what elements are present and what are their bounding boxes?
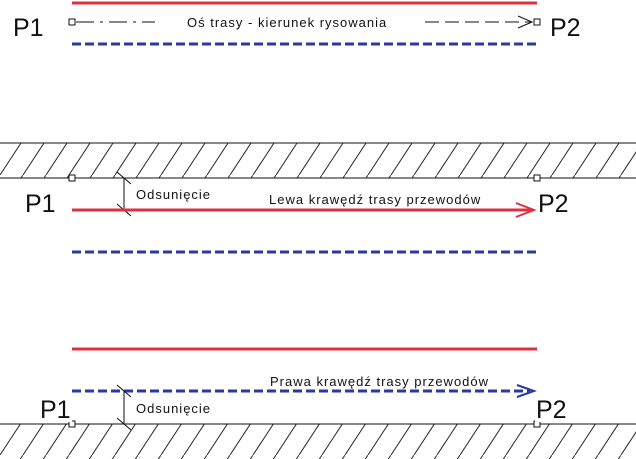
wall-hatch-bottom (0, 424, 636, 459)
section-left-edge: P1 P2 Odsunięcie Lewa krawędź trasy prze… (0, 142, 636, 254)
point-p1-label: P1 (40, 396, 71, 424)
point-p2-label: P2 (536, 396, 567, 424)
route-axis-label: Oś trasy - kierunek rysowania (187, 15, 387, 30)
p2-label-mask (535, 395, 573, 422)
point-p1-label: P1 (25, 190, 56, 218)
offset-label: Odsunięcie (136, 187, 211, 202)
right-edge-arrowhead (516, 384, 538, 398)
point-p2-label: P2 (538, 190, 569, 218)
point-p1-label: P1 (13, 14, 44, 42)
section-right-edge: P1 P2 Odsunięcie Prawa krawędź trasy prz… (0, 347, 636, 459)
p1-label-mask (38, 395, 72, 422)
p2-grip-square[interactable] (533, 18, 541, 26)
offset-tick-top (116, 171, 132, 185)
offset-tick-top (116, 384, 132, 398)
axis-direction-arrowhead (517, 15, 534, 29)
point-p2-label: P2 (550, 14, 581, 42)
wall-hatch-top (0, 143, 636, 178)
left-edge-label: Lewa krawędź trasy przewodów (269, 192, 481, 207)
section-route-axis: P1 P2 Oś trasy - kierunek rysowania (13, 1, 581, 46)
p1-grip-square[interactable] (68, 174, 76, 182)
p1-grip-square[interactable] (68, 18, 76, 26)
offset-label: Odsunięcie (136, 401, 211, 416)
right-edge-label: Prawa krawędź trasy przewodów (270, 374, 489, 389)
left-edge-arrowhead (515, 202, 537, 218)
p2-grip-square[interactable] (533, 174, 541, 182)
